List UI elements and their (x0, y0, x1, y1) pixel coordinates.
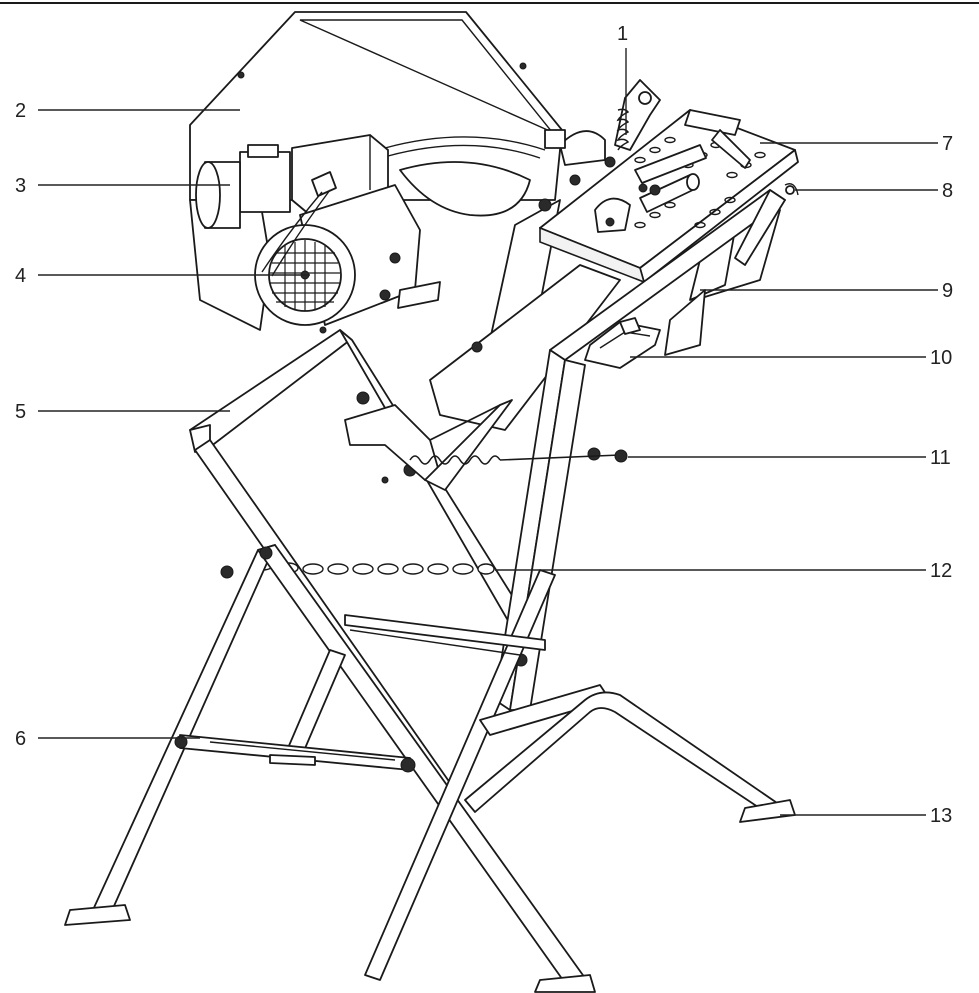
table-top (539, 109, 799, 284)
saw-blade-arc-inner (387, 144, 541, 159)
locking-pin (784, 183, 799, 196)
callout-1: 1 (617, 23, 628, 45)
callouts: 1 2 3 4 5 6 7 8 9 10 11 12 13 (15, 23, 953, 827)
callout-6: 6 (15, 728, 26, 750)
tension-spring (409, 454, 621, 465)
pivot-bracket (344, 399, 513, 491)
handle (584, 317, 661, 369)
callout-7: 7 (942, 133, 953, 155)
callout-2: 2 (15, 100, 26, 122)
callout-4: 4 (15, 265, 26, 287)
spring-lever (544, 79, 661, 168)
callout-10: 10 (930, 347, 952, 369)
callout-11: 11 (930, 447, 951, 469)
callout-3: 3 (15, 175, 26, 197)
legs (64, 544, 796, 993)
callout-9: 9 (942, 280, 953, 302)
callout-12: 12 (930, 560, 952, 582)
callout-8: 8 (942, 180, 953, 202)
chain (252, 559, 495, 575)
callout-13: 13 (930, 805, 952, 827)
spreader-bar (174, 734, 416, 773)
callout-5: 5 (15, 401, 26, 423)
spring-anchor-bolt (614, 449, 628, 463)
saw-blade-arc (384, 136, 546, 151)
